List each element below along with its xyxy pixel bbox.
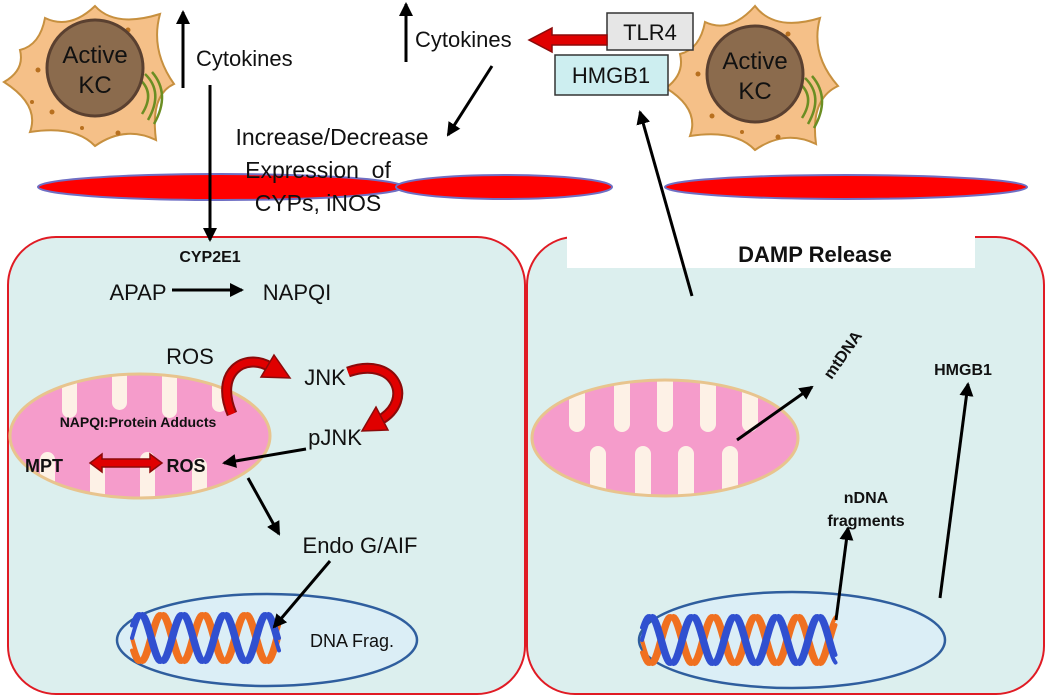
tlr4-label: TLR4 — [623, 20, 677, 45]
ndna-label-line1: nDNA — [844, 490, 889, 507]
organelle-dot — [695, 71, 701, 77]
expression-line2: Expression of — [245, 157, 391, 183]
hmgb1-release-label: HMGB1 — [934, 362, 992, 379]
organelle-dot — [775, 134, 781, 140]
crista — [678, 446, 694, 496]
damp-to-hmgb1-box-arrow — [636, 110, 694, 297]
damp-release-banner — [567, 226, 975, 268]
kupffer-label-line1: Active — [62, 42, 127, 69]
damp-release-label: DAMP Release — [738, 242, 892, 267]
adducts-label: NAPQI:Protein Adducts — [60, 414, 217, 430]
mpt-ros-double-arrow — [88, 452, 164, 474]
kupffer-label-line2: KC — [738, 78, 771, 105]
organelle-dot — [115, 130, 121, 136]
curved-arrow-shaft — [346, 364, 402, 424]
mito-to-mtdna-arrow — [736, 385, 814, 442]
pjnk-label: pJNK — [308, 425, 362, 450]
expression-line3: CYPs, iNOS — [255, 190, 382, 216]
hmgb1-box — [554, 54, 669, 96]
kupffer-label-line1: Active — [722, 48, 787, 75]
ros-to-endo-g-arrow — [246, 477, 281, 536]
ndna-label-line2: fragments — [827, 513, 904, 530]
organelle-dot — [785, 31, 791, 37]
jnk-label: JNK — [304, 365, 346, 390]
dna-frag-label: DNA Frag. — [310, 631, 394, 651]
tlr4-signal-arrow — [527, 26, 608, 54]
dna-strand-orange — [640, 613, 838, 667]
organelle-dot — [80, 126, 84, 130]
kupffer-cell-right: Active KC — [664, 4, 840, 152]
crista — [635, 446, 651, 496]
dna-strand-blue — [640, 613, 838, 667]
cytokines-to-expression-arrow — [446, 65, 494, 137]
jnk-to-pjnk-arrow — [346, 362, 404, 432]
cyp2e1-label: CYP2E1 — [179, 249, 240, 266]
expression-line1: Increase/Decrease — [235, 124, 428, 150]
mitochondrion-left — [8, 372, 272, 500]
ros-mito-label: ROS — [166, 456, 205, 476]
mitochondrion-right — [530, 378, 800, 498]
dna-helix-left — [130, 611, 281, 665]
napqi-label: NAPQI — [263, 280, 331, 305]
dna-strand-blue — [640, 614, 838, 666]
ros-to-jnk-arrow — [221, 353, 292, 417]
tlr4-box — [606, 12, 694, 51]
dna-strand-blue — [130, 612, 281, 664]
crista — [112, 374, 127, 410]
organelle-dot — [35, 67, 41, 73]
nucleus-to-hmgb1-arrow — [938, 382, 974, 599]
golgi-apparatus — [804, 77, 817, 125]
curved-arrow-shaft — [223, 358, 272, 416]
crista — [90, 458, 105, 498]
dna-to-ndna-arrow — [834, 526, 854, 621]
curved-arrow-head — [259, 353, 292, 379]
kupffer-label-line2: KC — [78, 72, 111, 99]
dna-strand-orange — [640, 614, 838, 666]
mpt-label: MPT — [25, 456, 63, 476]
endo-g-aif-label: Endo G/AIF — [303, 533, 418, 558]
mitochondrion-outline — [8, 372, 272, 500]
pjnk-to-ros-arrow — [222, 447, 307, 468]
golgi-apparatus — [811, 75, 824, 129]
golgi-apparatus — [151, 71, 164, 125]
mitochondrion-outline — [530, 378, 800, 498]
hmgb1-box-label: HMGB1 — [572, 63, 650, 88]
kupffer-nucleus — [705, 24, 805, 124]
golgi-apparatus — [144, 73, 157, 121]
cristae-group — [569, 380, 758, 496]
cytokines-left-label: Cytokines — [196, 46, 293, 71]
kupffer-nucleus — [45, 18, 145, 118]
crista — [614, 380, 630, 432]
endo-g-to-nucleus-arrow — [272, 560, 332, 629]
cytokines-center-label: Cytokines — [415, 27, 512, 52]
crista — [700, 380, 716, 432]
dna-helix-right — [640, 613, 838, 667]
kupffer-cell-left: Active KC — [2, 4, 176, 148]
crista — [192, 458, 207, 498]
organelle-dot — [49, 109, 55, 115]
nucleus-left — [115, 592, 419, 688]
organelle-dot — [30, 100, 34, 104]
ros-top-label: ROS — [166, 344, 214, 369]
endothelial-cell-middle — [395, 174, 613, 200]
hepatocyte-left — [7, 236, 526, 695]
organelle-dot — [709, 113, 715, 119]
organelle-dot — [740, 130, 744, 134]
endothelial-cell-right — [664, 174, 1028, 200]
crista — [657, 380, 673, 432]
apap-label: APAP — [109, 280, 166, 305]
curved-arrow-head — [360, 405, 390, 432]
